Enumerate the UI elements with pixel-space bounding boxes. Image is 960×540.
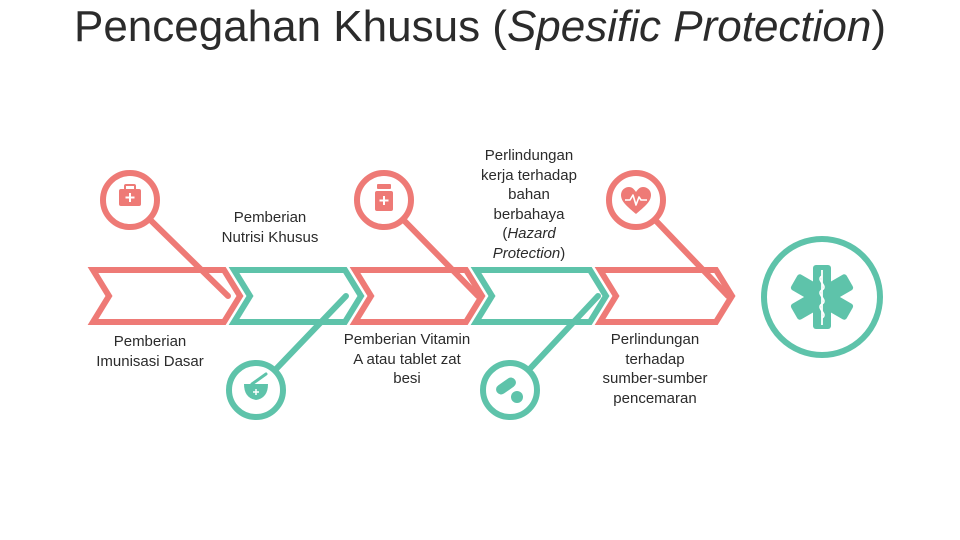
label-imunisasi-dasar: Pemberian Imunisasi Dasar: [96, 333, 204, 370]
label-sumber-pencemaran: Perlindungan terhadap sumber-sumber penc…: [602, 331, 708, 407]
title-close: ): [871, 2, 887, 51]
medicine-bottle-icon: [354, 170, 414, 230]
label-vitamin-a: Pemberian Vitamin A atau tablet zat besi: [343, 331, 471, 387]
chevron-3: [349, 267, 486, 325]
chevron-band: [87, 267, 736, 325]
first-aid-kit-icon: [100, 170, 160, 230]
label-hazard-protection: Perlindungan kerja terhadap bahan berbah…: [481, 147, 577, 262]
heart-pulse-icon: [606, 170, 666, 230]
star-of-life-icon: [761, 236, 883, 358]
pill-capsule-icon: [480, 360, 540, 420]
chevron-2: [228, 267, 365, 325]
label-nutrisi-khusus: Pemberian Nutrisi Khusus: [221, 209, 319, 246]
title-italic: Spesific Protection: [506, 2, 872, 51]
chevron-1: [87, 267, 244, 325]
page-title: Pencegahan Khusus (Spesific Protection): [0, 2, 960, 52]
chevron-4: [470, 267, 610, 325]
chevron-5: [594, 267, 736, 325]
title-text: Pencegahan Khusus (: [73, 2, 507, 51]
mortar-pestle-icon: [226, 360, 286, 420]
